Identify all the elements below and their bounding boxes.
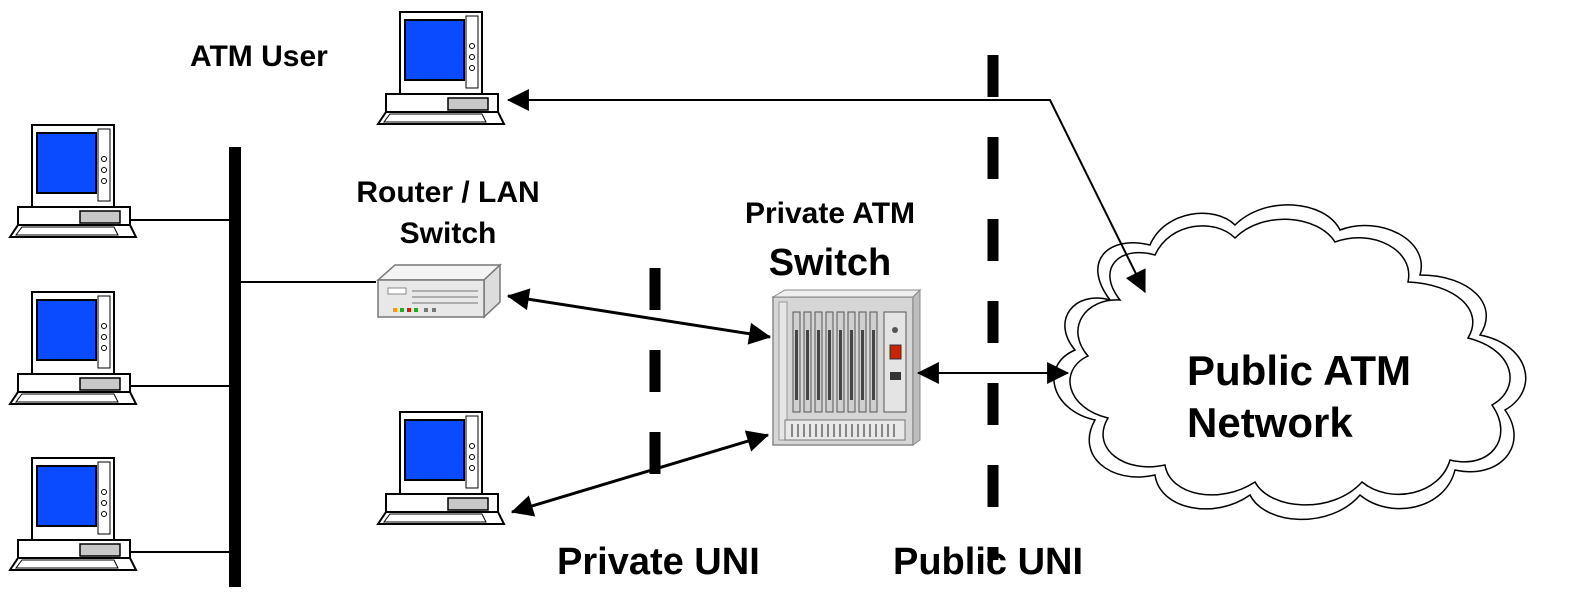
lan-computer-1: [9, 124, 137, 238]
private-uni-label: Private UNI: [557, 541, 760, 583]
public-network-label-line1: Public ATM: [1187, 347, 1411, 394]
connection-atm-user-to-public: [506, 89, 1146, 293]
computer-icon: [9, 457, 137, 571]
atm-user-label: ATM User: [190, 40, 328, 73]
lan-computer-2: [9, 291, 137, 405]
router-icon: [376, 263, 502, 319]
private-switch-label-line2: Switch: [769, 242, 891, 284]
computer-icon: [377, 11, 505, 125]
lan-backbone: [128, 147, 376, 587]
router-label-line2: Switch: [400, 217, 497, 250]
computer-icon: [377, 411, 505, 525]
atm-switch-icon: [771, 288, 922, 446]
computer-icon: [9, 124, 137, 238]
atm-user-computer: [377, 11, 505, 125]
lan-computer-3: [9, 457, 137, 571]
computer-icon: [9, 291, 137, 405]
connection-computer-to-switch: [510, 430, 770, 517]
router-label-line1: Router / LAN: [356, 176, 539, 209]
public-uni-label: Public UNI: [893, 541, 1083, 583]
connection-router-to-switch: [506, 288, 772, 345]
private-computer: [377, 411, 505, 525]
public-network-label-line2: Network: [1187, 399, 1353, 446]
cloud-icon: [1053, 204, 1527, 521]
private-switch-label-line1: Private ATM: [745, 197, 915, 230]
